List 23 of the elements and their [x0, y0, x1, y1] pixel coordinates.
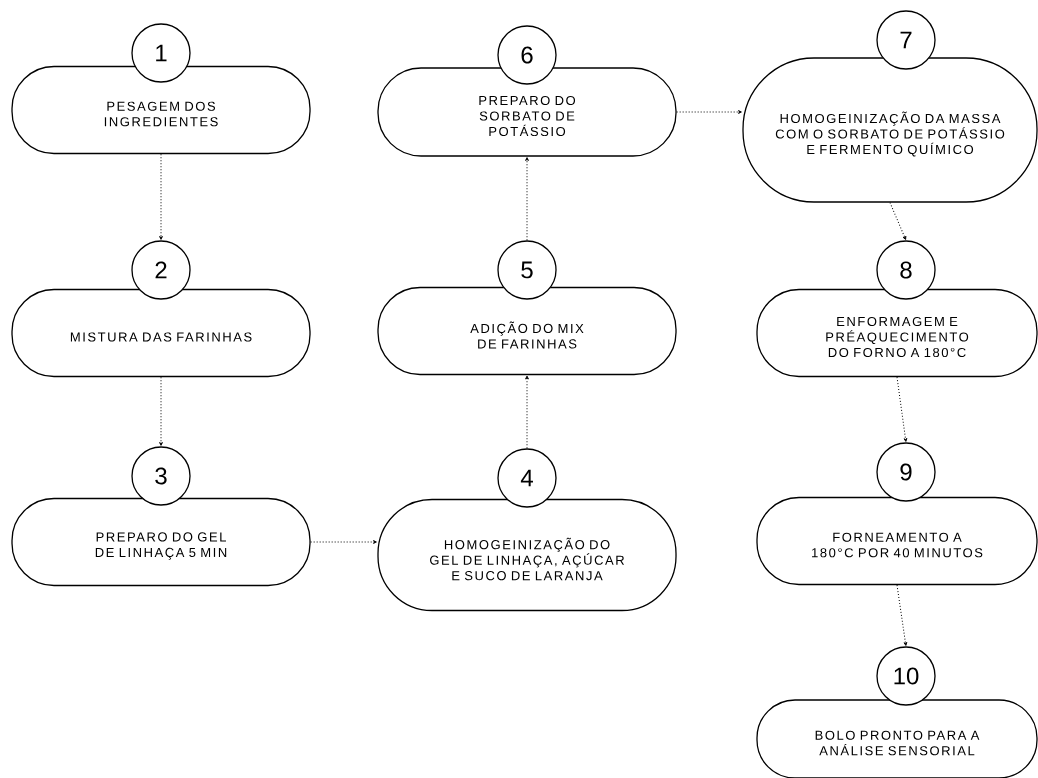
- step-box: [742, 57, 1038, 203]
- arrow: [896, 584, 908, 646]
- step-text: BOLO PRONTO PARA A ANÁLISE SENSORIAL: [815, 730, 980, 756]
- arrow: [310, 540, 377, 544]
- step-box: [756, 496, 1038, 586]
- step-text: HOMOGEINIZAÇÃO DA MASSA COM O SORBATO DE POTÁSSIO E FERMENTO QUÍMICO: [775, 111, 1005, 157]
- step-box: [756, 699, 1038, 778]
- step-text: PREPARO DO GEL DE LINHAÇA 5 MIN: [95, 532, 227, 560]
- arrow: [889, 202, 907, 240]
- arrow: [896, 376, 908, 442]
- step-box: [756, 288, 1038, 378]
- step-text: ENFORMAGEM E PRÉAQUECIMENTO DO FORNO A 180°C: [826, 316, 969, 358]
- step-text: FORNEAMENTO A 180°C POR 40 MINUTOS: [812, 532, 983, 558]
- step-text: MISTURA DAS FARINHAS: [70, 332, 252, 342]
- arrow: [525, 157, 529, 241]
- arrow: [525, 375, 529, 449]
- step-text: HOMOGEINIZAÇÃO DO GEL DE LINHAÇA, AÇÚCAR E SUCO DE LARANJA: [430, 537, 625, 581]
- arrow: [159, 153, 163, 240]
- step-text: ADIÇÃO DO MIX DE FARINHAS: [470, 321, 584, 349]
- step-text: PESAGEM DOS INGREDIENTES: [104, 101, 218, 127]
- step-text: PREPARO DO SORBATO DE POTÁSSIO: [479, 95, 576, 137]
- arrow: [676, 110, 742, 114]
- arrow: [159, 376, 163, 446]
